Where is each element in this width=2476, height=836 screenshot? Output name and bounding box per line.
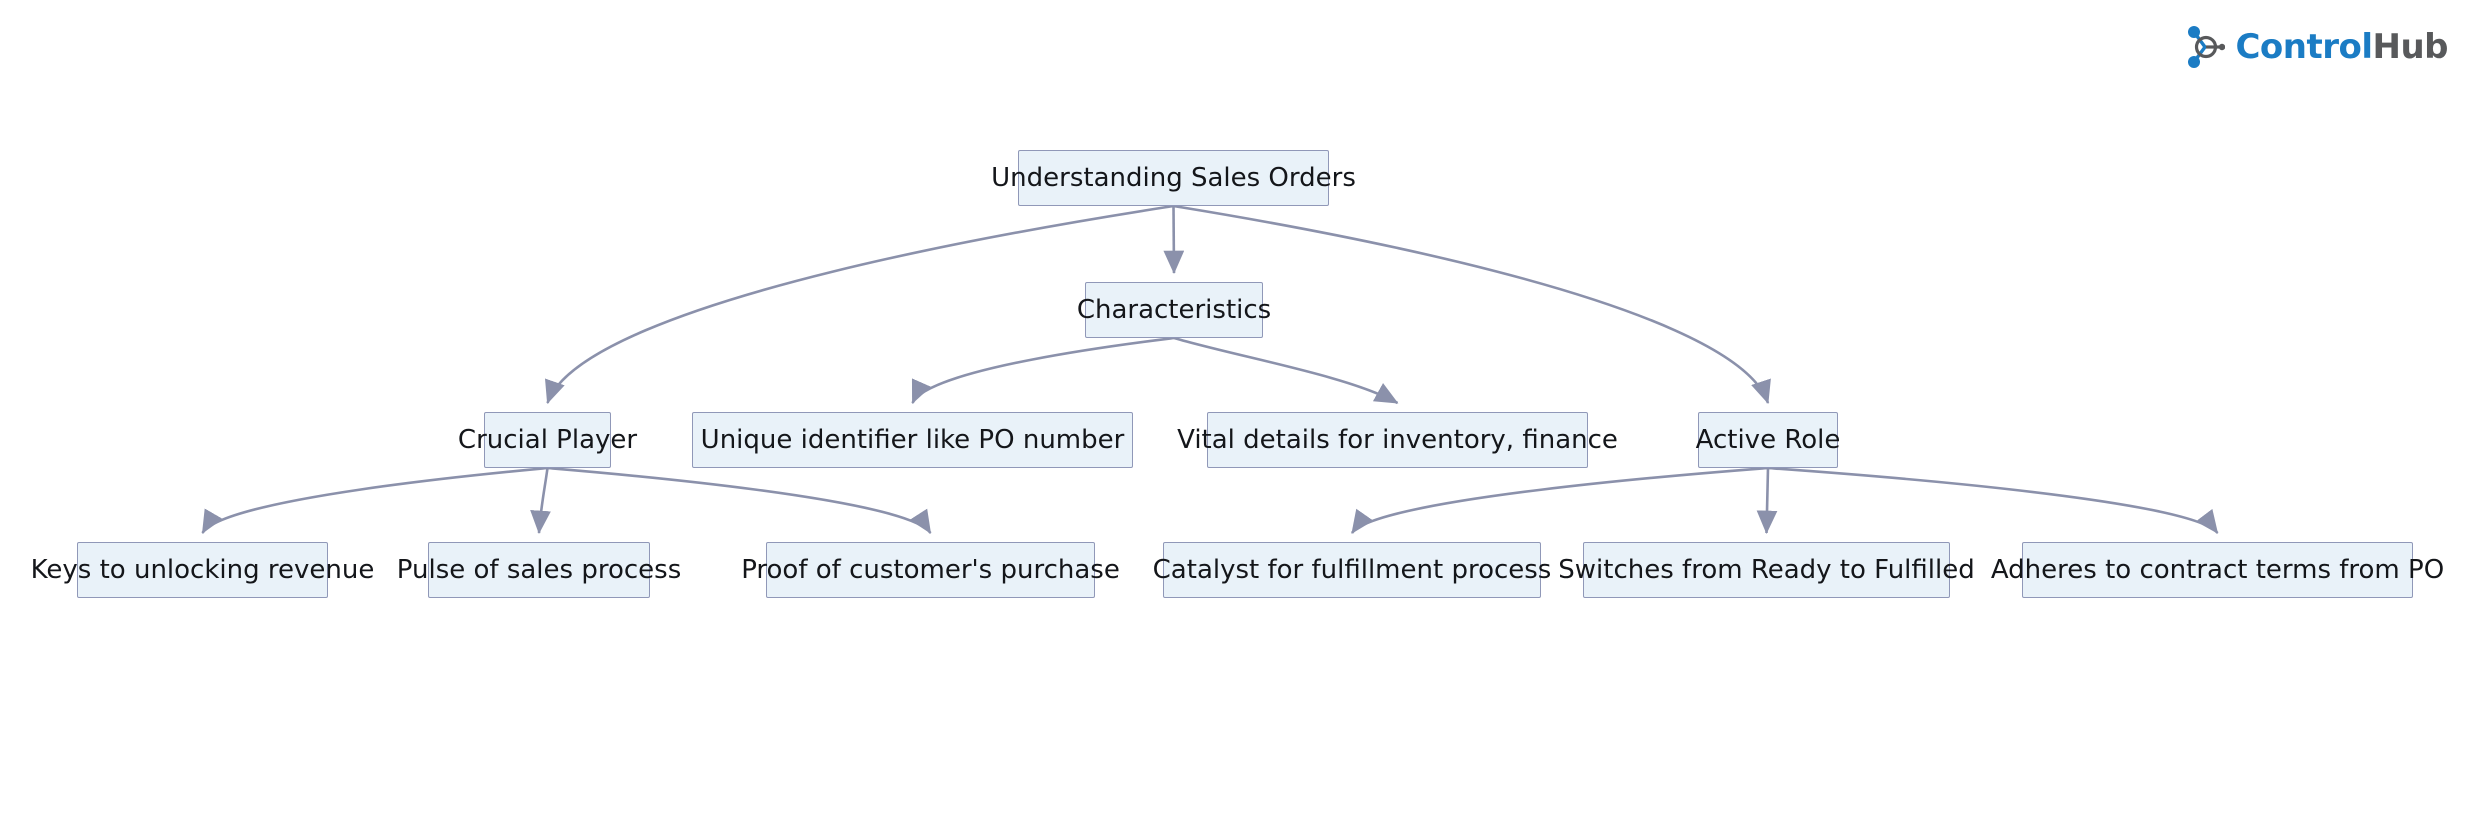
flowchart-node-label: Active Role: [1695, 424, 1841, 455]
brand-logo: ControlHub: [2185, 24, 2448, 70]
flowchart-edge-chars-to-vital: [1173, 336, 1399, 405]
flowchart-node-label: Keys to unlocking revenue: [30, 554, 375, 585]
flowchart-edge-active-to-catal: [1350, 466, 1769, 534]
flowchart-node-label: Adheres to contract terms from PO: [1990, 554, 2445, 585]
flowchart-edge-active-to-switch: [1756, 467, 1778, 535]
flowchart-node-label: Characteristics: [1076, 294, 1272, 325]
flowchart-node-crucial[interactable]: Crucial Player: [458, 412, 637, 468]
flowchart-node-label: Crucial Player: [457, 424, 638, 455]
flowchart-edge-crucial-to-pulse: [530, 467, 551, 535]
brand-name-primary: Control: [2235, 27, 2373, 67]
flowchart-node-adhere[interactable]: Adheres to contract terms from PO: [1991, 542, 2444, 598]
flowchart-node-label: Vital details for inventory, finance: [1177, 424, 1618, 455]
flowchart-edge-crucial-to-proof: [547, 466, 932, 534]
flowchart-node-root[interactable]: Understanding Sales Orders: [991, 150, 1356, 206]
flowchart-node-label: Pulse of sales process: [396, 554, 682, 585]
flowchart-node-label: Proof of customer's purchase: [741, 554, 1120, 585]
flowchart-edge-root-to-chars: [1163, 205, 1185, 275]
flowchart-edge-chars-to-uniqid: [911, 336, 1175, 404]
flowchart-node-catal[interactable]: Catalyst for fulfillment process: [1153, 542, 1551, 598]
flowchart-node-vital[interactable]: Vital details for inventory, finance: [1177, 412, 1618, 468]
flowchart-node-label: Understanding Sales Orders: [991, 162, 1356, 193]
flowchart-edge-active-to-adhere: [1767, 466, 2219, 534]
flowchart-node-active[interactable]: Active Role: [1695, 412, 1841, 468]
flowchart-node-label: Unique identifier like PO number: [700, 424, 1125, 455]
brand-name-secondary: Hub: [2372, 27, 2449, 67]
flowchart-node-chars[interactable]: Characteristics: [1077, 282, 1271, 338]
flowchart-node-switch[interactable]: Switches from Ready to Fulfilled: [1558, 542, 1975, 598]
flowchart-node-label: Catalyst for fulfillment process: [1152, 554, 1552, 585]
brand-wordmark: ControlHub: [2235, 30, 2448, 64]
flowchart-node-pulse[interactable]: Pulse of sales process: [397, 542, 681, 598]
flowchart-node-label: Switches from Ready to Fulfilled: [1558, 554, 1975, 585]
network-node-icon: [2188, 26, 2226, 68]
flowchart-node-uniqid[interactable]: Unique identifier like PO number: [692, 412, 1133, 468]
flowchart-node-proof[interactable]: Proof of customer's purchase: [741, 542, 1120, 598]
flowchart-node-keys[interactable]: Keys to unlocking revenue: [31, 542, 374, 598]
flowchart-edge-crucial-to-keys: [201, 466, 548, 534]
